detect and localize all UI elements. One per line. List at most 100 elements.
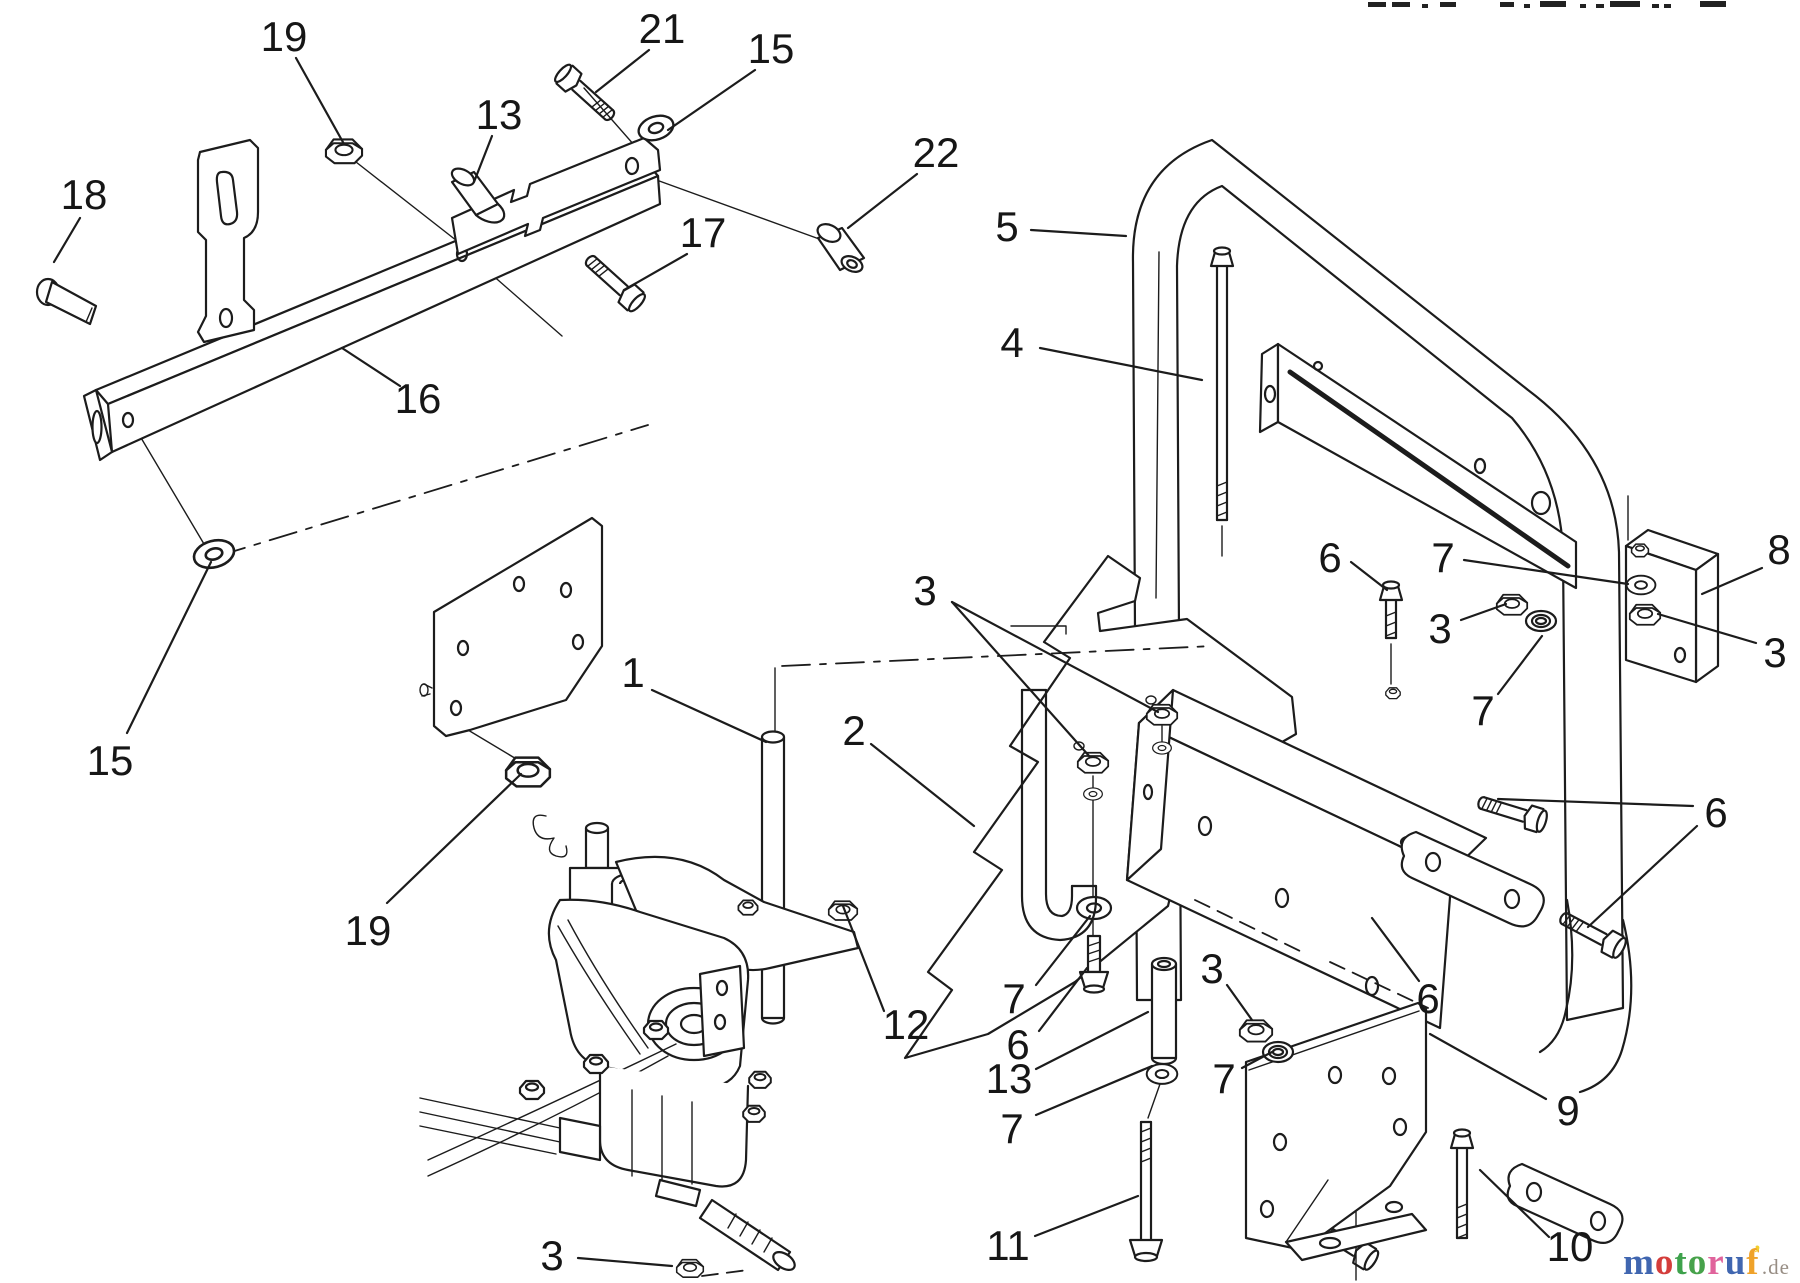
clipped-header-marks: [1368, 1, 1726, 8]
callout-label-4-9: 4: [1000, 319, 1023, 366]
part-plate-9: [1244, 1001, 1428, 1262]
leader-line-1: [650, 688, 768, 744]
leader-line-7: [1462, 558, 1630, 586]
logo-letter-o: o: [1654, 1242, 1675, 1283]
leader-line-15: [125, 560, 213, 735]
callout-label-3-17: 3: [1428, 605, 1451, 652]
callout-label-18-5: 18: [61, 171, 108, 218]
leader-line-13: [1034, 1010, 1150, 1071]
leader-line-13: [472, 134, 494, 184]
leader-line-7: [1034, 914, 1092, 987]
callout-label-13-24: 13: [986, 1055, 1033, 1102]
leader-line-11: [1033, 1194, 1140, 1238]
callout-label-10-31: 10: [1547, 1223, 1594, 1270]
motoruf-logo: motoruf’.de: [1623, 1242, 1790, 1283]
part-hook-2: [1020, 688, 1098, 942]
part-nut-3d: [1238, 1019, 1274, 1043]
callout-label-5-8: 5: [995, 203, 1018, 250]
callout-label-7-22: 7: [1002, 975, 1025, 1022]
callout-label-6-15: 6: [1318, 534, 1341, 581]
part-rod-1: [760, 730, 786, 1025]
leader-line-7: [1034, 1064, 1154, 1117]
part-washer-15b: [189, 534, 239, 574]
leader-line-7: [1496, 634, 1544, 696]
leader-line-10: [1478, 1168, 1551, 1239]
leader-line-19: [385, 772, 523, 905]
part-upper-bracket: [1258, 342, 1578, 590]
leader-line-3: [576, 1256, 674, 1268]
logo-letter-r: r: [1707, 1242, 1725, 1283]
motoruf-logo-suffix: .de: [1761, 1255, 1790, 1279]
callout-label-3-19: 3: [1763, 629, 1786, 676]
callout-label-17-6: 17: [680, 209, 727, 256]
callout-label-15-2: 15: [748, 25, 795, 72]
leader-line-3: [950, 600, 1160, 714]
logo-letter-t: t: [1674, 1242, 1688, 1283]
callout-label-7-28: 7: [1212, 1055, 1235, 1102]
leader-line-3: [950, 600, 1092, 759]
part-center-fasteners: [1075, 703, 1179, 994]
leader-line-21: [594, 48, 651, 94]
logo-tick: ’: [1753, 1240, 1762, 1265]
leader-line-3: [1656, 612, 1758, 645]
part-anchor-plate: [419, 516, 604, 738]
leader-line-22: [846, 172, 919, 230]
callout-label-1-12: 1: [621, 649, 644, 696]
callout-label-6-32: 6: [1704, 789, 1727, 836]
leader-line-5: [1029, 228, 1128, 238]
motoruf-logo-letters: motoruf’: [1623, 1242, 1762, 1283]
logo-letter-f: f: [1746, 1242, 1760, 1283]
logo-letter-o: o: [1687, 1242, 1708, 1283]
part-bolt-10: [1449, 1128, 1475, 1240]
part-bracket-8: [1624, 495, 1720, 684]
callout-label-22-4: 22: [913, 129, 960, 176]
leader-line-16: [340, 346, 402, 388]
callout-label-3-14: 3: [913, 567, 936, 614]
leader-line-18: [52, 216, 82, 264]
callout-label-19-11: 19: [345, 907, 392, 954]
part-spacer-13b: [1145, 956, 1179, 1119]
part-frame-channel: [1125, 688, 1488, 1030]
leader-line-19: [294, 56, 346, 146]
callout-label-7-25: 7: [1000, 1105, 1023, 1152]
leader-line-6: [1586, 824, 1699, 929]
leader-line-12: [841, 904, 886, 1013]
center-axis-line: [781, 645, 1214, 667]
part-transaxle: [419, 717, 860, 1278]
leader-line-2: [869, 742, 976, 828]
callout-label-2-13: 2: [842, 707, 865, 754]
callout-label-6-23: 6: [1006, 1021, 1029, 1068]
leader-line-3: [1225, 983, 1254, 1022]
leader-line-6: [1496, 797, 1695, 808]
leader-line-17: [622, 252, 689, 292]
callout-label-7-20: 7: [1471, 687, 1494, 734]
leader-line-6: [1349, 560, 1389, 592]
callout-label-13-3: 13: [476, 91, 523, 138]
callout-label-15-10: 15: [87, 737, 134, 784]
leader-line-6: [1370, 916, 1421, 983]
callout-label-19-0: 19: [261, 13, 308, 60]
leader-line-3: [1459, 602, 1508, 622]
leader-line-9: [1428, 1032, 1548, 1101]
callout-label-16-7: 16: [395, 375, 442, 422]
callout-label-11-26: 11: [986, 1222, 1030, 1269]
callout-label-9-30: 9: [1556, 1087, 1579, 1134]
leader-line-4: [1038, 346, 1204, 382]
part-frame-plate: [903, 554, 1298, 1060]
leader-line-6: [1037, 966, 1089, 1033]
leader-line-8: [1700, 566, 1764, 596]
callout-label-7-16: 7: [1431, 534, 1454, 581]
leader-line-7: [1240, 1050, 1274, 1070]
callout-label-6-29: 6: [1416, 975, 1439, 1022]
callout-label-3-33: 3: [540, 1232, 563, 1279]
leader-line-15: [666, 68, 757, 132]
part-rollbar-frame: [1131, 138, 1633, 1094]
callout-label-8-18: 8: [1767, 526, 1790, 573]
callout-label-21-1: 21: [639, 5, 686, 52]
callout-label-12-21: 12: [883, 1001, 930, 1048]
logo-letter-u: u: [1724, 1242, 1747, 1283]
part-drawbar-assembly: [35, 60, 866, 557]
